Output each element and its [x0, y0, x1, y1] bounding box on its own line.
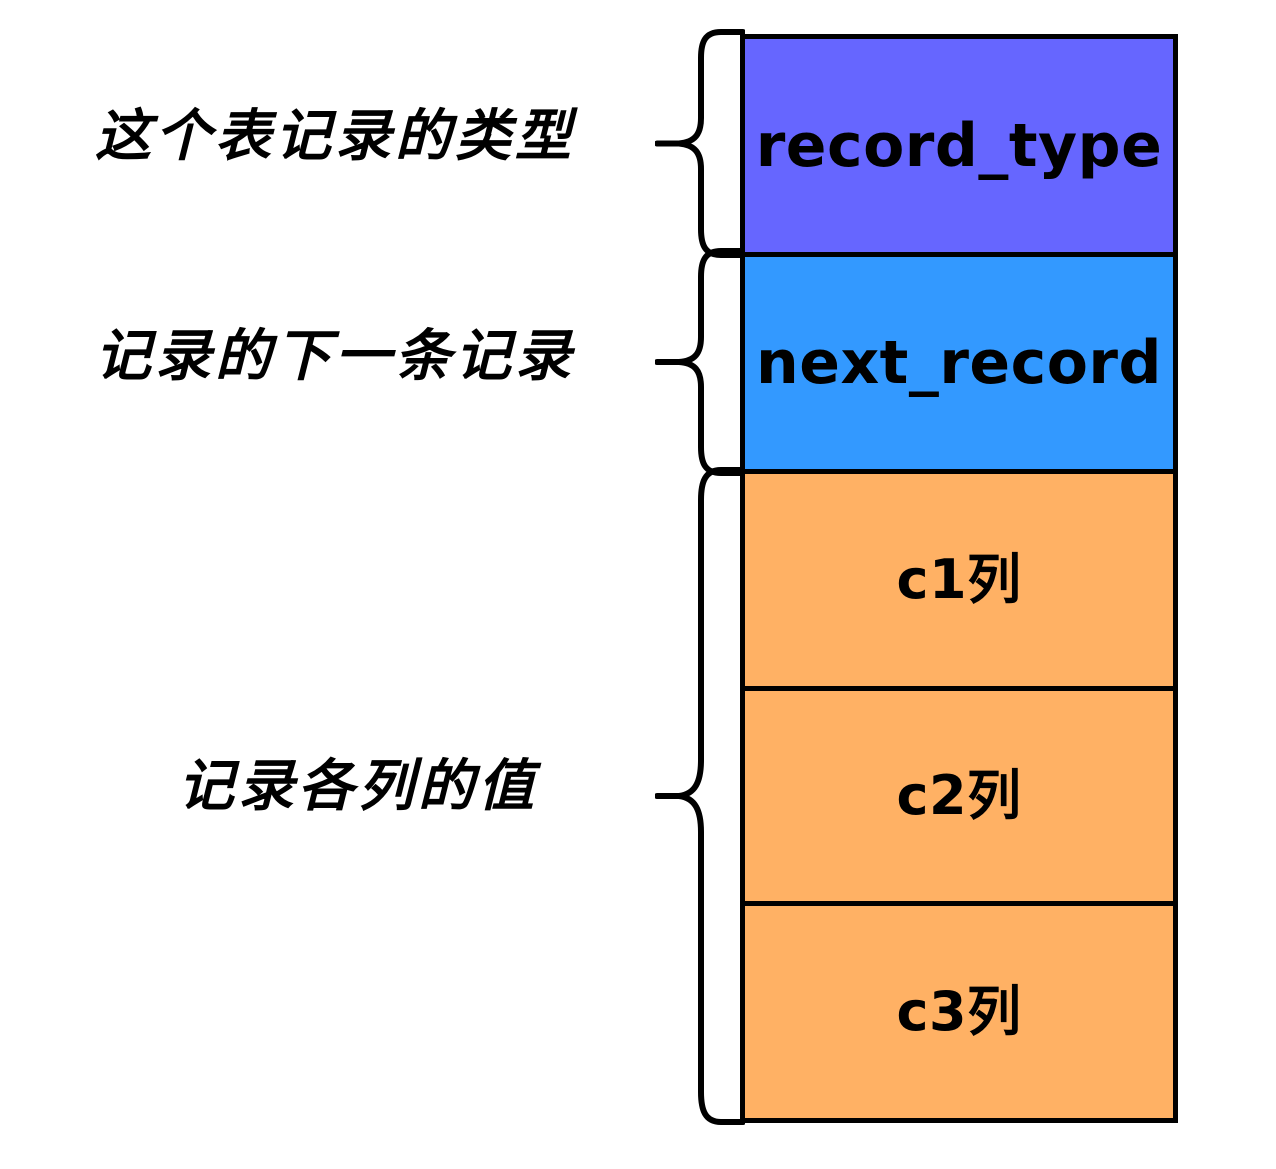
annotation-record-type: 这个表记录的类型 — [95, 104, 575, 169]
annotation-column-values: 记录各列的值 — [178, 754, 538, 819]
field-cell-c3: c3列 — [745, 906, 1173, 1119]
field-label-c1: c1列 — [896, 548, 1022, 611]
curly-brace-icon-record-type — [655, 26, 745, 261]
field-cell-record-type: record_type — [745, 39, 1173, 257]
field-label-next-record: next_record — [756, 328, 1162, 398]
field-cell-c2: c2列 — [745, 691, 1173, 907]
curly-brace-icon-column-values — [655, 464, 745, 1130]
field-label-c3: c3列 — [896, 980, 1022, 1044]
annotation-next-record: 记录的下一条记录 — [95, 324, 575, 389]
record-structure-table: record_type next_record c1列 c2列 c3列 — [740, 34, 1178, 1123]
field-label-record-type: record_type — [755, 110, 1163, 181]
field-cell-next-record: next_record — [745, 257, 1173, 474]
field-label-c2: c2列 — [896, 764, 1022, 827]
curly-brace-icon-next-record — [655, 245, 745, 479]
field-cell-c1: c1列 — [745, 474, 1173, 691]
